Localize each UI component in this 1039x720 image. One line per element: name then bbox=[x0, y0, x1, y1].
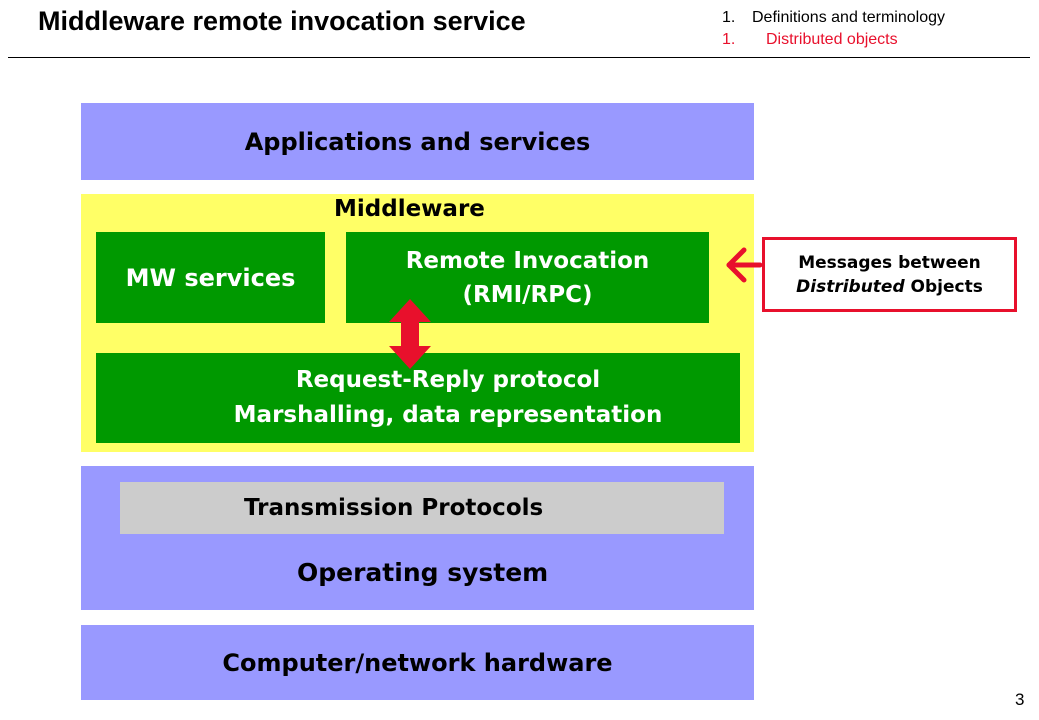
title-divider bbox=[8, 57, 1030, 58]
applications-layer: Applications and services bbox=[81, 103, 754, 180]
outline-item-distributed-objects: 1.Distributed objects bbox=[722, 31, 898, 48]
page-number: 3 bbox=[1015, 690, 1025, 709]
outline: 1.Definitions and terminology 1.Distribu… bbox=[722, 7, 945, 51]
hardware-layer: Computer/network hardware bbox=[81, 625, 754, 700]
callout-line2: Distributed Objects bbox=[796, 276, 983, 297]
middleware-label: Middleware bbox=[334, 196, 485, 222]
transmission-protocols-box: Transmission Protocols bbox=[120, 482, 724, 534]
request-reply-line1: Request-Reply protocol bbox=[295, 367, 601, 393]
request-reply-box: Request-Reply protocol Marshalling, data… bbox=[96, 353, 740, 443]
operating-system-label: Operating system bbox=[297, 558, 549, 587]
messages-callout: Messages between Distributed Objects bbox=[762, 237, 1017, 312]
remote-invocation-box: Remote Invocation (RMI/RPC) bbox=[346, 232, 709, 323]
slide-title: Middleware remote invocation service bbox=[38, 6, 526, 36]
remote-invocation-line2: (RMI/RPC) bbox=[462, 281, 593, 308]
outline-item-definitions: 1.Definitions and terminology bbox=[722, 9, 945, 26]
callout-line1: Messages between bbox=[798, 252, 981, 273]
request-reply-line2: Marshalling, data representation bbox=[233, 402, 663, 428]
mw-services-box: MW services bbox=[96, 232, 325, 323]
remote-invocation-line1: Remote Invocation bbox=[405, 247, 650, 274]
